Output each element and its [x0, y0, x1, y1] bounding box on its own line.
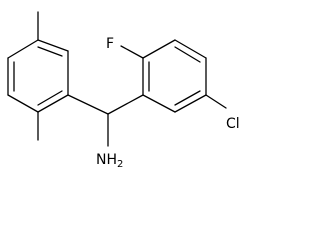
left-ring [7, 11, 69, 141]
bond-l1-l2 [37, 39, 69, 52]
molecule-drawing: F Cl NH2 [7, 11, 240, 170]
bond-center-to-right-ring [107, 94, 144, 115]
bond-left-ring-to-center [67, 94, 109, 115]
bond-l4-l5 [7, 94, 39, 113]
right-ring [120, 39, 227, 113]
structure-diagram: F Cl NH2 [7, 11, 240, 170]
double-bond-r3-r4 [174, 46, 201, 63]
double-bond-r5-r6 [174, 90, 201, 106]
central-carbon [67, 94, 144, 147]
double-bond-l5-l6 [37, 90, 63, 106]
amine-subscript: 2 [117, 159, 123, 170]
amine-label: NH2 [96, 152, 123, 170]
chlorine-label: Cl [226, 116, 240, 132]
bond-r3-r4 [174, 39, 207, 59]
bond-l2-l3 [7, 39, 39, 59]
bond-l5-l6 [37, 94, 69, 113]
fluorine-bond [120, 45, 144, 59]
chlorine-bond [205, 94, 227, 109]
bond-r2-r3 [142, 39, 176, 59]
bond-r6-r1 [142, 94, 176, 113]
double-bond-l1-l2 [37, 46, 63, 57]
amine-main-label: NH [96, 152, 117, 168]
bond-r5-r6 [174, 94, 207, 113]
fluorine-label: F [106, 36, 114, 52]
